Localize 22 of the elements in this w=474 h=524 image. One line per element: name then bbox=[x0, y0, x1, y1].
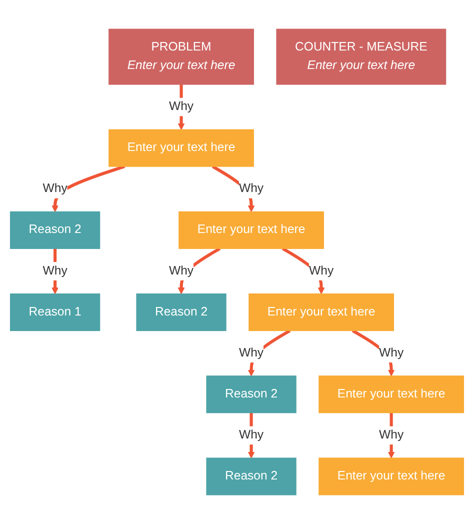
node-box: Enter your text here bbox=[108, 129, 254, 167]
node-box: Enter your text here bbox=[248, 293, 394, 332]
edge-label: Why bbox=[239, 346, 264, 360]
edge-label: Why bbox=[379, 346, 404, 360]
node-box: Reason 2 bbox=[206, 376, 296, 414]
edge-label: Why bbox=[42, 264, 68, 278]
edge-label: Why bbox=[168, 100, 194, 114]
node-box: PROBLEM Enter your text here bbox=[108, 28, 254, 85]
node-box: Enter your text here bbox=[318, 376, 464, 414]
edge-label: Why bbox=[239, 182, 264, 196]
node-box: Reason 2 bbox=[206, 458, 296, 496]
edge-label: Why bbox=[168, 264, 194, 278]
node-box: COUNTER - MEASURE Enter your text here bbox=[276, 28, 446, 85]
edge-label: Why bbox=[309, 264, 334, 278]
edge-label: Why bbox=[379, 428, 404, 442]
node-box: Reason 2 bbox=[136, 293, 226, 332]
node-box: Reason 1 bbox=[10, 293, 100, 332]
node-box: Enter your text here bbox=[178, 211, 324, 249]
edge-label: Why bbox=[42, 182, 68, 196]
edge-label: Why bbox=[239, 428, 264, 442]
node-box: Reason 2 bbox=[10, 211, 100, 249]
node-box: Enter your text here bbox=[318, 458, 464, 496]
